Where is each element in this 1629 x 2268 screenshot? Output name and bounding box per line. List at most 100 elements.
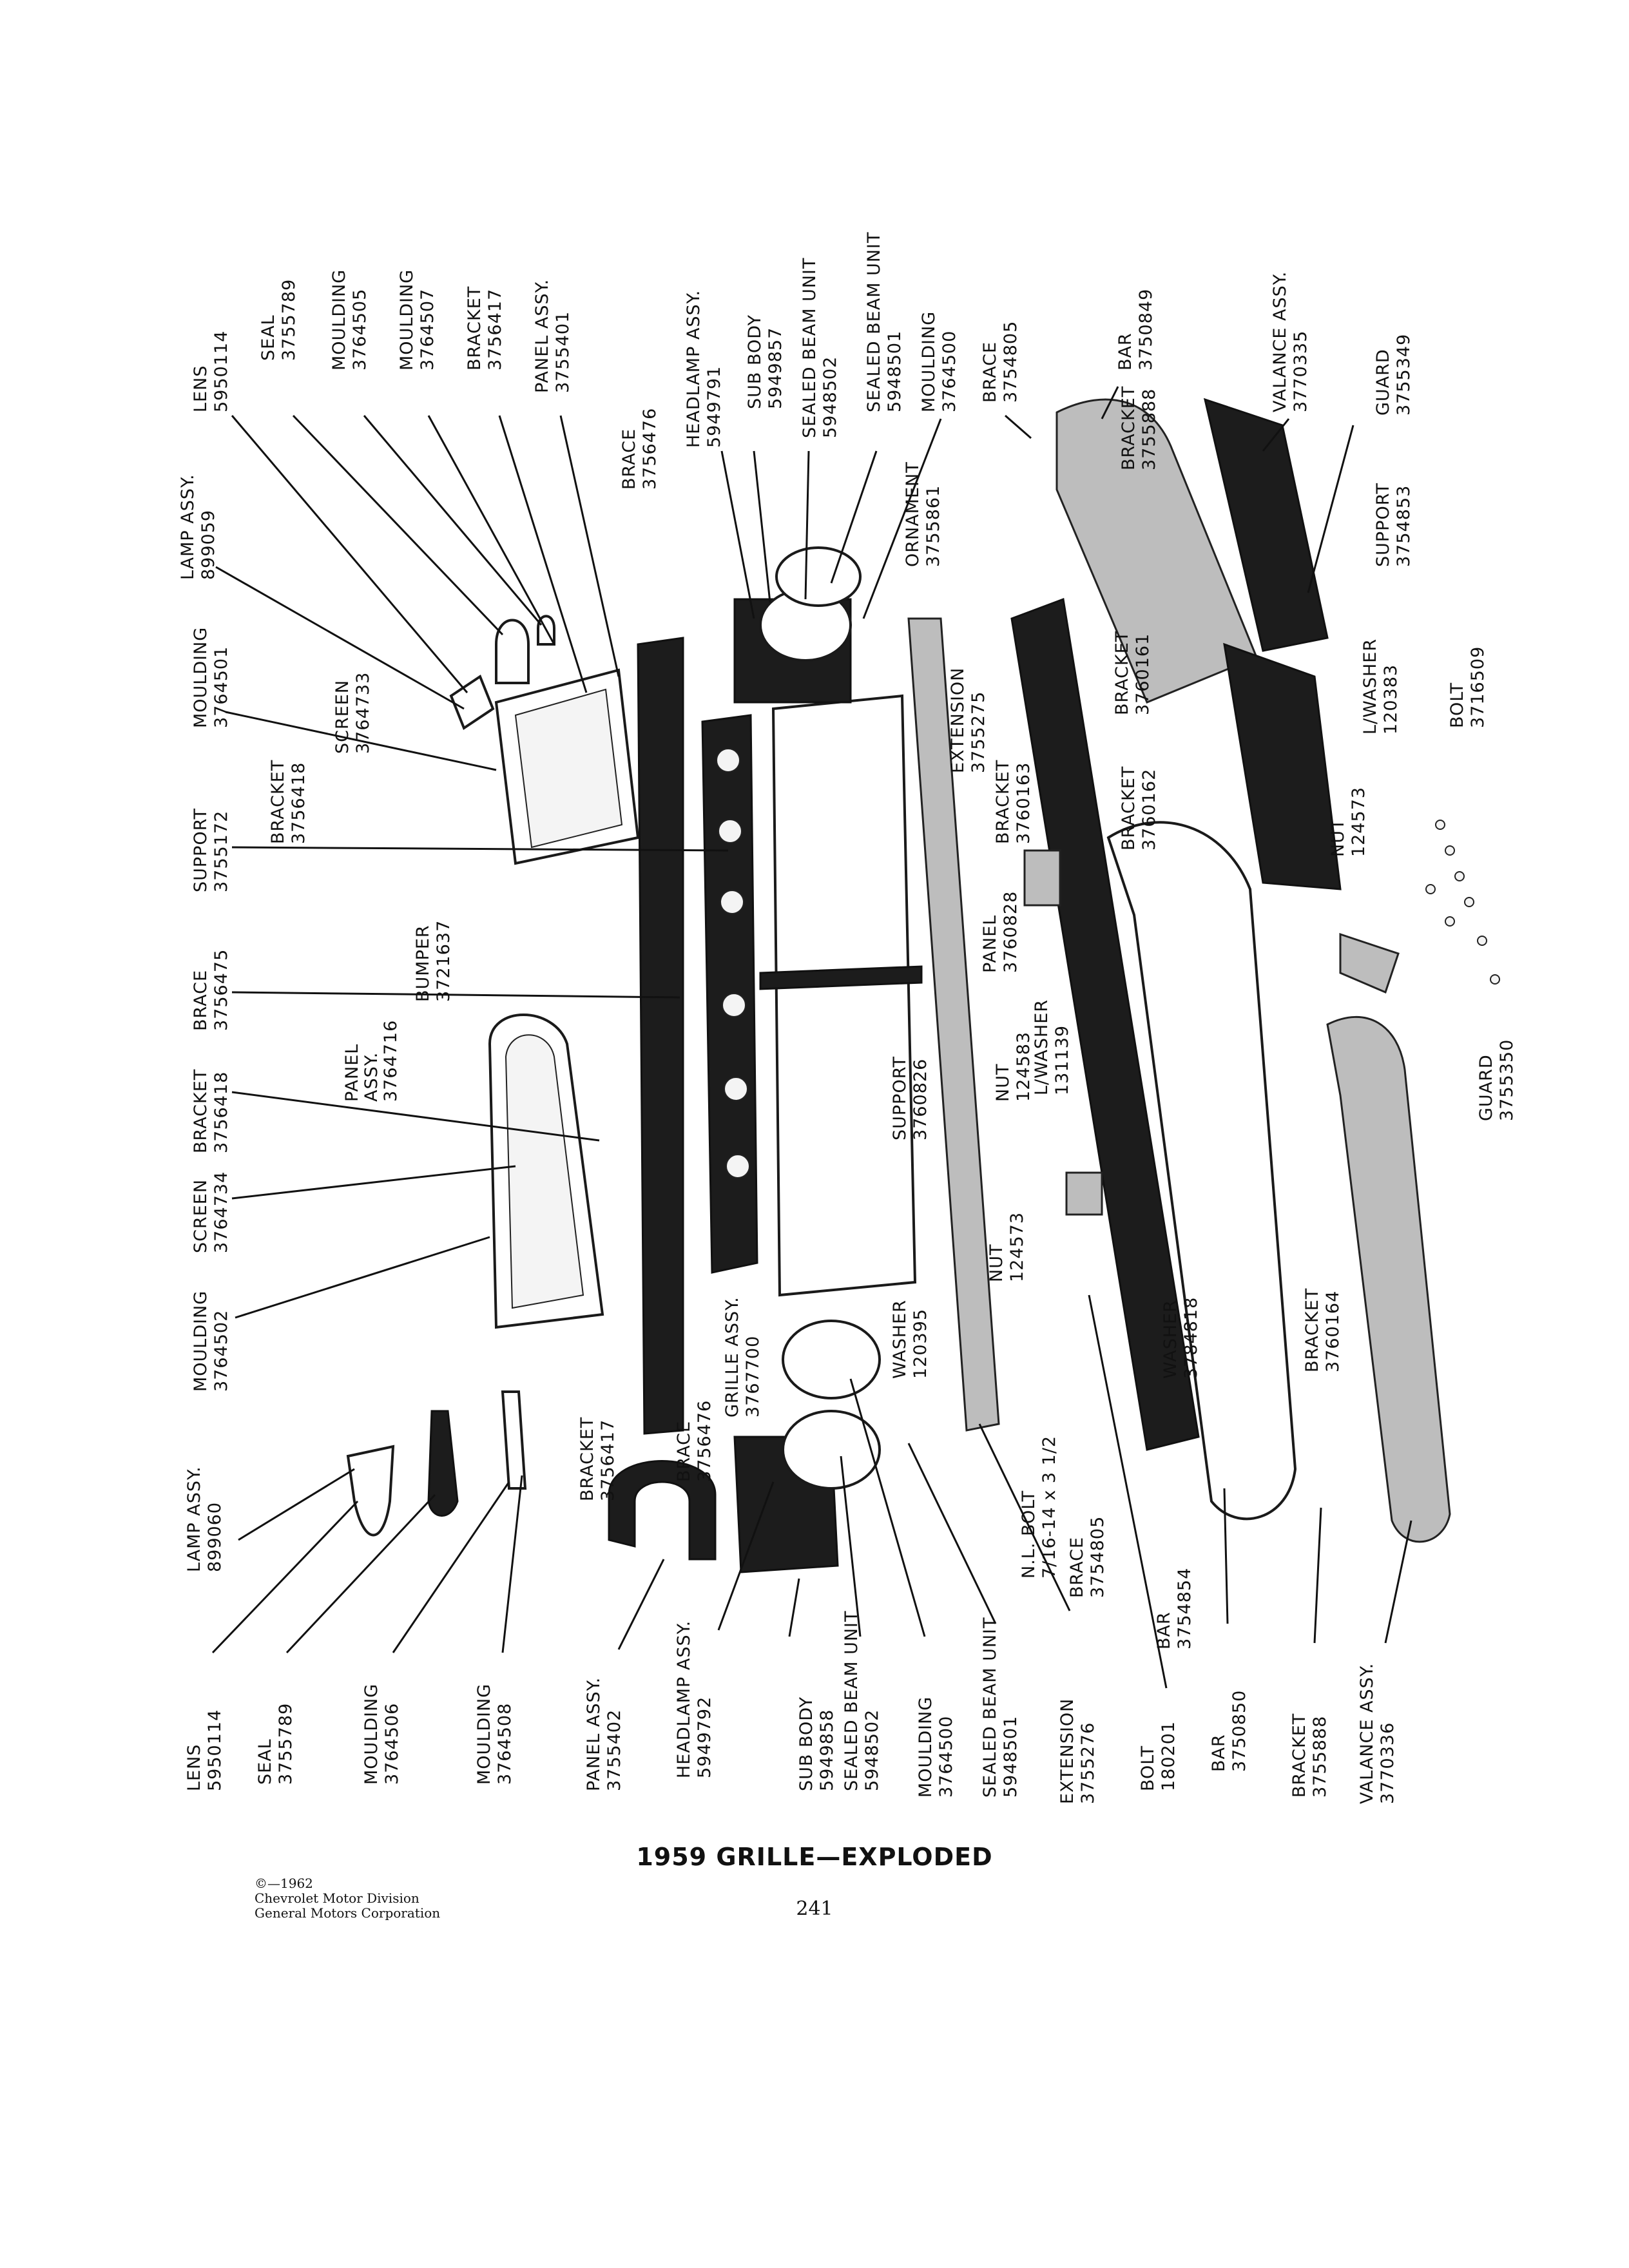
callout-top-6: PANEL ASSY.3755401 (532, 279, 573, 393)
callout-inner-bolt: BOLT3716509 (1447, 646, 1488, 728)
callout-left-5: BRACKET3756418 (191, 1069, 231, 1153)
copyright-credits: ©—1962 Chevrolet Motor Division General … (255, 1876, 440, 1921)
callout-inner-screen: SCREEN3764733 (333, 672, 373, 754)
support-hole (726, 1154, 750, 1178)
callout-top-1: LENS5950114 (191, 331, 231, 412)
callout-inner-bracket-3755888: BRACKET3755888 (1119, 386, 1159, 470)
callout-top-15: GUARD3755349 (1373, 334, 1414, 416)
callout-inner-lwasher-2: L/WASHER120383 (1360, 639, 1401, 735)
callouts-inner: SCREEN3764733 BRACKET3756418 BUMPER37216… (268, 386, 1517, 1649)
callout-left-6: SCREEN3764734 (191, 1171, 231, 1253)
guard-3755350-drawing (1339, 932, 1400, 994)
callout-top-14: VALANCE ASSY.3770335 (1270, 271, 1311, 412)
sealed-beam-unit-lower (782, 1320, 881, 1399)
callout-top-8: SUB BODY5949857 (745, 314, 786, 409)
support-hole (724, 1077, 748, 1101)
support-hole (720, 890, 744, 914)
callout-top-12: BRACE3754805 (980, 321, 1021, 403)
extension-strip-drawing (907, 617, 1000, 1432)
lamp-assy-upper-drawing (449, 674, 495, 731)
copyright-line: ©—1962 (255, 1876, 313, 1891)
callout-inner-extension: EXTENSION3755275 (948, 668, 988, 773)
seal-lower-drawing (427, 1410, 459, 1517)
bar-lower-drawing (1106, 821, 1297, 1521)
callouts-left: LAMP ASSY.899059 MOULDING3764501 SUPPORT… (178, 474, 231, 1572)
callout-top-10: SEALED BEAM UNIT5948501 (864, 232, 905, 413)
callout-inner-panel-assy: PANELASSY.3764716 (342, 1020, 401, 1102)
panel-strip-drawing (637, 637, 684, 1435)
callout-left-3: SUPPORT3755172 (191, 808, 231, 892)
support-hole (718, 819, 742, 843)
callout-bottom-4: MOULDING3764508 (474, 1684, 515, 1785)
callout-bottom-8: SEALED BEAM UNIT5948502 (842, 1611, 882, 1792)
callout-bottom-11: EXTENSION3755276 (1057, 1698, 1098, 1804)
callout-inner-ornament: ORNAMENT3755861 (903, 461, 943, 567)
valance-upper-drawing (1203, 398, 1329, 652)
callout-inner-bracket: BRACKET3756418 (268, 760, 309, 844)
callout-top-5: BRACKET3756417 (465, 286, 505, 370)
callout-inner-grille: GRILLE ASSY.3767700 (722, 1296, 763, 1418)
callout-bottom-6: HEADLAMP ASSY.5949792 (674, 1620, 715, 1778)
callout-top-13: BAR3750849 (1115, 289, 1156, 370)
callout-bottom-13: BAR3750850 (1209, 1690, 1249, 1772)
callout-left-8: LAMP ASSY.899060 (184, 1466, 225, 1572)
callout-bottom-5: PANEL ASSY.3755402 (584, 1677, 624, 1791)
callout-inner-support-3754853: SUPPORT3754853 (1373, 483, 1414, 567)
callout-inner-nut: NUT124573 (987, 1212, 1027, 1282)
grille-support-bar-drawing (759, 965, 923, 990)
callout-inner-nut-3: NUT124573 (1328, 787, 1369, 857)
callout-bottom-10: SEALED BEAM UNIT5948501 (980, 1617, 1021, 1798)
callouts-bottom: LENS5950114 SEAL3755789 MOULDING3764506 … (184, 1611, 1398, 1805)
callout-inner-nut-2: NUT124583 (993, 1032, 1034, 1102)
bracket-3760164 (1065, 1171, 1103, 1216)
bolt-cluster (1425, 820, 1500, 985)
credit-corporation: General Motors Corporation (255, 1905, 441, 1921)
callout-bottom-9: MOULDING3764500 (916, 1696, 956, 1798)
callout-inner-guard: GUARD3755350 (1476, 1039, 1517, 1121)
callout-inner-bracket-lower: BRACKET3756417 (577, 1417, 618, 1501)
callouts-top: LENS5950114 SEAL3755789 MOULDING3764505 … (191, 232, 1414, 448)
grille-assy-drawing (771, 694, 917, 1297)
callout-left-1: LAMP ASSY.899059 (178, 474, 218, 580)
leader-lines (211, 386, 1412, 1689)
callout-inner-bracket-3760162: BRACKET3760162 (1119, 766, 1159, 850)
callout-inner-brace-upper: BRACE3756476 (619, 408, 660, 490)
callout-inner-bar-3754854: BAR3754854 (1154, 1568, 1195, 1649)
callout-inner-brace: BRACE3754805 (1067, 1516, 1108, 1598)
callout-inner-bracket-3760161: BRACKET3760161 (1112, 631, 1153, 715)
panel-assy-hoop-drawing (608, 1460, 717, 1561)
callout-inner-washer: WASHER120395 (890, 1300, 930, 1379)
callout-inner-nl-bolt: N.L. BOLT7/16-14 x 3 1/2 (1019, 1436, 1059, 1579)
callout-left-4: BRACE3756475 (191, 949, 231, 1031)
callout-bottom-12: BOLT180201 (1138, 1721, 1179, 1791)
callout-inner-support: SUPPORT3760826 (890, 1056, 930, 1140)
callout-top-7: HEADLAMP ASSY.5949791 (684, 290, 724, 448)
credit-division: Chevrolet Motor Division (255, 1890, 419, 1906)
sealed-beam-unit-lower-2 (782, 1410, 881, 1490)
callout-inner-panel: PANEL3760828 (980, 891, 1021, 973)
callout-inner-bracket-3760164: BRACKET3760164 (1302, 1288, 1343, 1372)
guard-upper-drawing (1223, 642, 1342, 890)
sealed-beam-unit-upper-2 (775, 546, 862, 607)
seal-upper-drawing (495, 619, 530, 684)
lamp-assy-lower-drawing (346, 1445, 395, 1537)
callout-inner-brace-lower: BRACE3756476 (674, 1400, 715, 1482)
callout-left-2: MOULDING3764501 (191, 627, 231, 728)
callout-bottom-15: VALANCE ASSY.3770336 (1357, 1663, 1398, 1804)
page-title: 1959 GRILLE—EXPLODED (636, 1843, 993, 1871)
callout-top-2: SEAL3755789 (258, 279, 299, 361)
callout-top-9: SEALED BEAM UNIT5948502 (800, 258, 840, 439)
callout-bottom-2: SEAL3755789 (255, 1703, 296, 1785)
callout-bottom-14: BRACKET3755888 (1289, 1713, 1330, 1798)
callout-bottom-1: LENS5950114 (184, 1709, 225, 1791)
callout-inner-washer-3784818: WASHER3784818 (1161, 1297, 1201, 1379)
moulding-lower-drawing (501, 1390, 527, 1490)
callout-top-3: MOULDING3764505 (329, 269, 370, 370)
callout-inner-bumper: BUMPER3721637 (413, 920, 454, 1002)
callout-bottom-3: MOULDING3764506 (361, 1684, 402, 1785)
page-number: 241 (796, 1898, 833, 1920)
callout-top-11: MOULDING3764500 (919, 311, 959, 412)
callout-top-4: MOULDING3764507 (397, 269, 438, 370)
bracket-3760163 (1023, 849, 1061, 907)
